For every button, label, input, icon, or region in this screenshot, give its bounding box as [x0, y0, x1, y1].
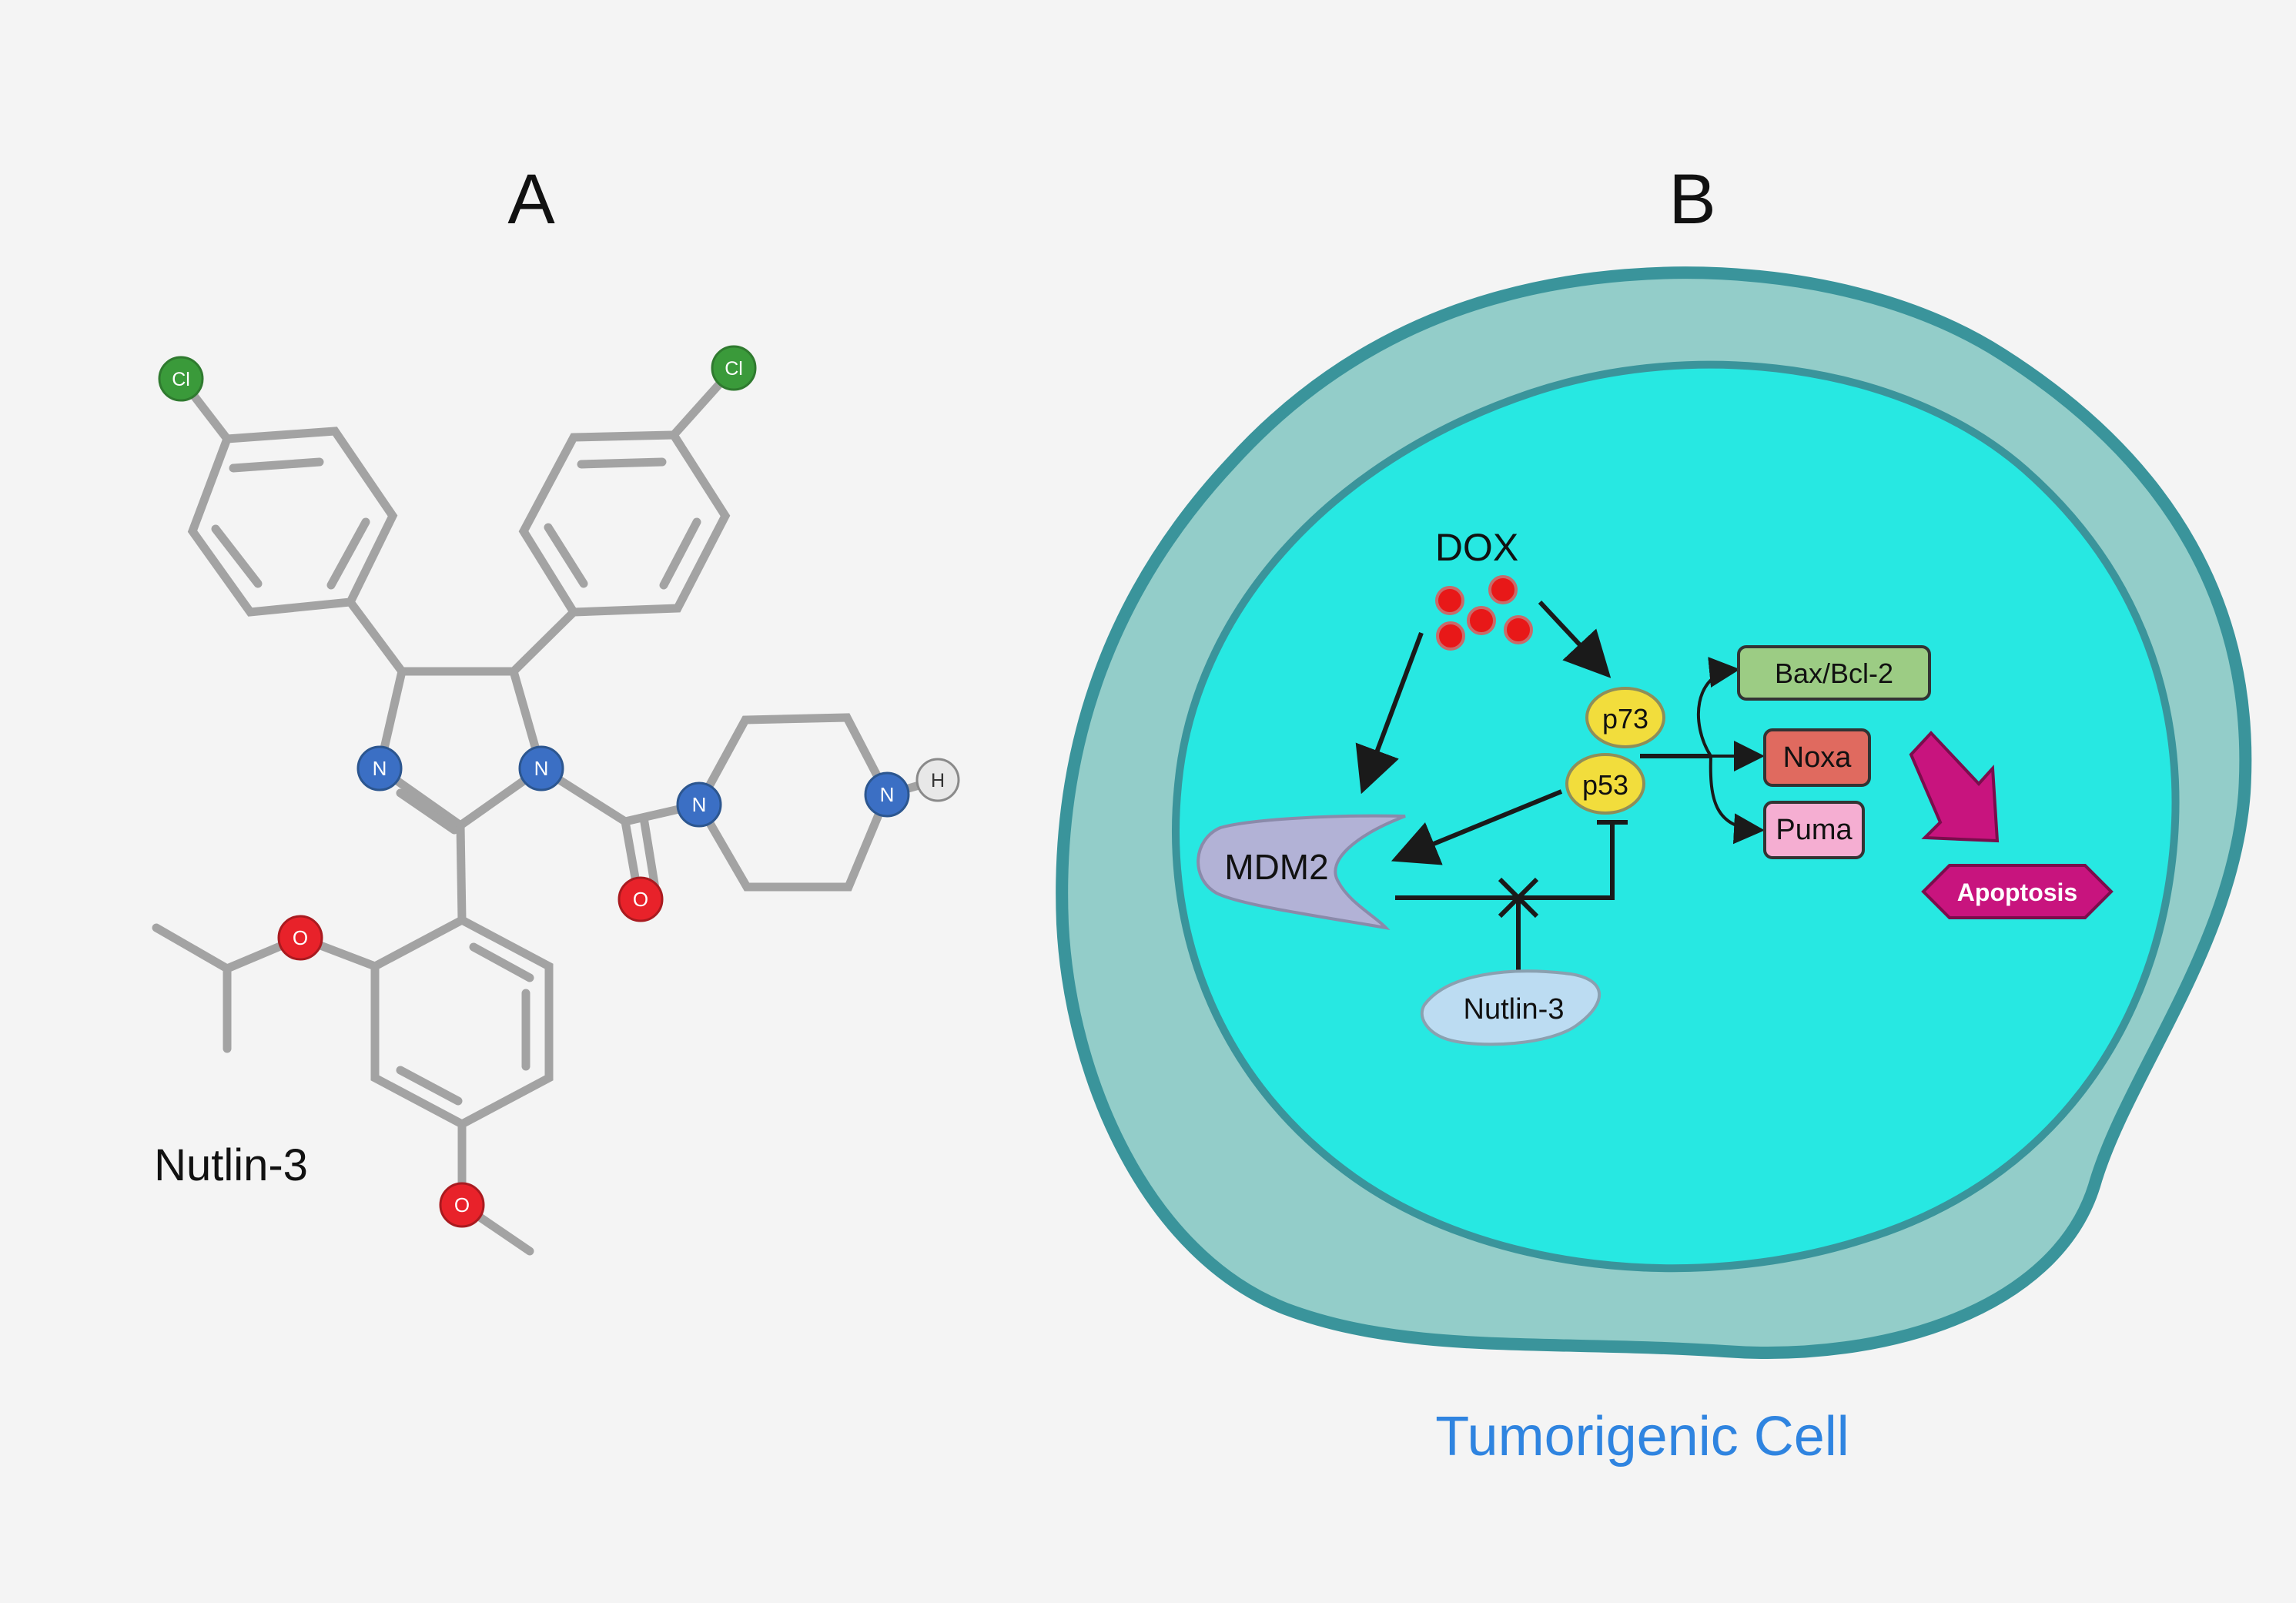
cytoplasm	[1172, 360, 2180, 1273]
p73-protein: p73	[1585, 687, 1665, 748]
atom-h: H	[915, 758, 960, 802]
mdm2-protein: MDM2	[1197, 814, 1406, 930]
nitrogen-label: N	[534, 757, 549, 780]
puma-label: Puma	[1776, 814, 1853, 846]
nitrogen-atom	[864, 771, 910, 818]
panel-a-label: A	[507, 160, 555, 239]
nitrogen-label: N	[880, 783, 895, 806]
dox-dot	[1435, 586, 1464, 615]
pathway-arrows	[1355, 600, 1765, 973]
puma-node: Puma	[1763, 801, 1865, 859]
chlorine-atom	[158, 356, 204, 402]
left-ring-inner-bond	[326, 517, 370, 590]
nitrogen-label: N	[692, 793, 707, 816]
nitrogen-atom	[356, 745, 403, 791]
right-ring-inner-bond	[544, 523, 588, 588]
apoptosis-node: Apoptosis	[1921, 864, 2114, 919]
chlorine-label: Cl	[725, 358, 743, 380]
atom-n: N	[356, 745, 403, 791]
imidazoline-double-bond	[396, 788, 459, 835]
mdm2-shape	[1197, 814, 1406, 930]
puma-box	[1763, 801, 1865, 859]
left-ring-inner-bond	[211, 524, 263, 588]
atom-n: N	[864, 771, 910, 818]
ring-link-bond	[346, 597, 407, 676]
oxygen-label: O	[454, 1193, 470, 1216]
oxygen-label: O	[293, 926, 308, 949]
left-ring-inner-bond	[229, 457, 324, 473]
p53-shape	[1565, 753, 1645, 815]
p53-to-mdm2-arrow	[1391, 789, 1563, 865]
bax-bcl2-label: Bax/Bcl-2	[1775, 658, 1893, 689]
branch-to-puma	[1709, 755, 1765, 845]
noxa-box	[1763, 728, 1871, 787]
atom-n: N	[676, 781, 722, 828]
oxygen-atom	[277, 915, 323, 961]
apoptosis-label: Apoptosis	[1957, 878, 2077, 906]
nutlin-3-molecule: Nutlin-3	[1420, 969, 1601, 1046]
hydrogen-atom	[915, 758, 960, 802]
carbonyl-double-bond	[639, 813, 661, 898]
dox-dot	[1436, 621, 1465, 651]
aryl-link-bond	[456, 821, 467, 925]
lower-ring-inner-bond	[396, 1066, 463, 1106]
dox-to-p73-arrow	[1538, 600, 1612, 678]
oxygen-atom	[439, 1182, 485, 1228]
chlorine-label: Cl	[172, 369, 190, 390]
nutlin-3-shape	[1420, 969, 1601, 1046]
noxa-node: Noxa	[1763, 728, 1871, 787]
apoptosis-shape	[1921, 864, 2114, 919]
dox-dot	[1504, 615, 1533, 644]
dox-dot	[1467, 606, 1496, 635]
ring-link-bond	[509, 607, 578, 676]
apoptosis-arrow	[1909, 731, 2000, 843]
nutlin-3-label: Nutlin-3	[1464, 993, 1565, 1026]
p73-shape	[1585, 687, 1665, 748]
oxygen-atom	[618, 876, 664, 922]
atom-o: O	[618, 876, 664, 922]
nitrogen-label: N	[373, 757, 387, 780]
atom-o: O	[439, 1182, 485, 1228]
branch-to-bax	[1696, 657, 1740, 758]
hydrogen-label: H	[931, 770, 945, 791]
noxa-label: Noxa	[1783, 741, 1853, 774]
cell-caption: Tumorigenic Cell	[1435, 1406, 1849, 1467]
mdm2-label: MDM2	[1224, 847, 1328, 887]
bax-bcl2-node: Bax/Bcl-2	[1737, 645, 1931, 701]
isopropyl-bond	[152, 923, 232, 973]
block-cross	[1498, 877, 1539, 919]
mdm2-inhibits-p53	[1395, 822, 1615, 900]
p53-label: p53	[1582, 769, 1628, 801]
lower-ring-inner-bond	[469, 942, 534, 982]
panel-b-label: B	[1668, 160, 1715, 239]
panel-b: B DOX	[1056, 160, 2252, 1467]
molecule-name: Nutlin-3	[154, 1140, 308, 1190]
dox-label: DOX	[1435, 526, 1518, 569]
dox-to-mdm2-arrow	[1355, 631, 1424, 795]
oxygen-label: O	[633, 888, 648, 911]
atom-cl: Cl	[711, 345, 757, 391]
atom-cl: Cl	[158, 356, 204, 402]
bax-bcl2-box	[1737, 645, 1931, 701]
right-ring-inner-bond	[577, 457, 667, 469]
p73-label: p73	[1602, 703, 1648, 735]
right-ring-inner-bond	[659, 517, 701, 590]
nitrogen-atom	[676, 781, 722, 828]
nitrogen-atom	[518, 745, 564, 791]
panel-a: A	[152, 160, 960, 1256]
chlorine-atom	[711, 345, 757, 391]
dox-dot	[1488, 575, 1518, 604]
atom-o: O	[277, 915, 323, 961]
atom-n: N	[518, 745, 564, 791]
p53-protein: p53	[1565, 753, 1645, 815]
dox-particles	[1435, 575, 1533, 651]
